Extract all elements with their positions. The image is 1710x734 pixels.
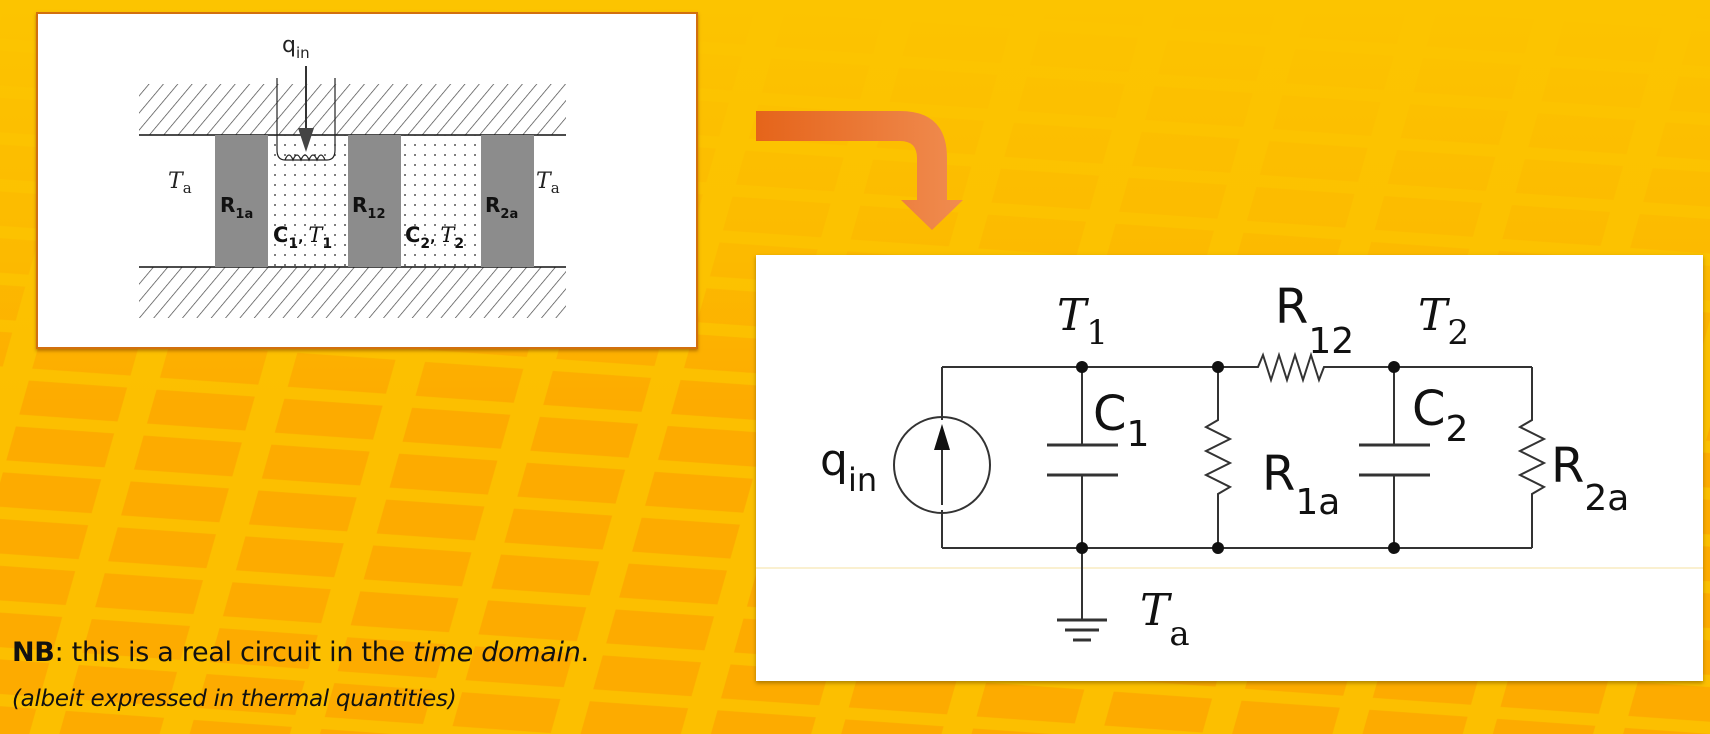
physical-diagram: qin Ta Ta R1a R12 R2a C1, T1 C2, T2 xyxy=(139,33,566,318)
circuit-nodes xyxy=(1076,361,1400,554)
top-wall-hatch xyxy=(139,84,566,135)
label-c1: C1 xyxy=(1093,386,1149,455)
note-subtext: (albeit expressed in thermal quantities) xyxy=(12,686,457,712)
label-q-in: qin xyxy=(820,435,877,499)
note-text: NB: this is a real circuit in the time d… xyxy=(12,637,589,668)
physical-diagram-panel: qin Ta Ta R1a R12 R2a C1, T1 C2, T2 xyxy=(36,12,698,349)
current-source-arrow-icon xyxy=(934,424,950,505)
label-t2: T2 xyxy=(1418,290,1469,353)
label-r1a: R1a xyxy=(220,193,253,222)
label-r12: R12 xyxy=(1275,279,1354,362)
label-r12: R12 xyxy=(352,193,386,222)
note-text-part1: : this is a real circuit in the xyxy=(54,637,414,668)
circuit-diagram: qin T1 T2 R12 C1 R1a C2 R2a Ta xyxy=(756,279,1703,654)
block-r1a xyxy=(215,135,268,267)
circuit-diagram-panel: qin T1 T2 R12 C1 R1a C2 R2a Ta xyxy=(756,255,1703,681)
note-italic: time domain xyxy=(413,637,581,668)
ambient-left-label: Ta xyxy=(168,169,192,197)
label-ground-ta: Ta xyxy=(1140,585,1190,654)
block-c2 xyxy=(401,135,481,267)
block-r12 xyxy=(348,135,401,267)
label-c1-t1: C1, T1 xyxy=(273,223,332,252)
heat-input-label: qin xyxy=(282,33,310,62)
label-r1a: R1a xyxy=(1262,446,1340,523)
block-r2a xyxy=(481,135,534,267)
bottom-wall-hatch xyxy=(139,267,566,318)
heat-input-arrow-icon xyxy=(298,66,314,152)
label-r2a: R2a xyxy=(485,193,518,222)
label-c2: C2 xyxy=(1412,381,1468,450)
ambient-right-label: Ta xyxy=(536,169,560,197)
note-bold: NB xyxy=(12,637,55,668)
label-r2a: R2a xyxy=(1551,438,1629,519)
label-c2-t2: C2, T2 xyxy=(405,223,464,252)
heater-icon xyxy=(276,78,336,162)
label-t1: T1 xyxy=(1057,290,1108,353)
note-text-part2: . xyxy=(580,637,590,668)
